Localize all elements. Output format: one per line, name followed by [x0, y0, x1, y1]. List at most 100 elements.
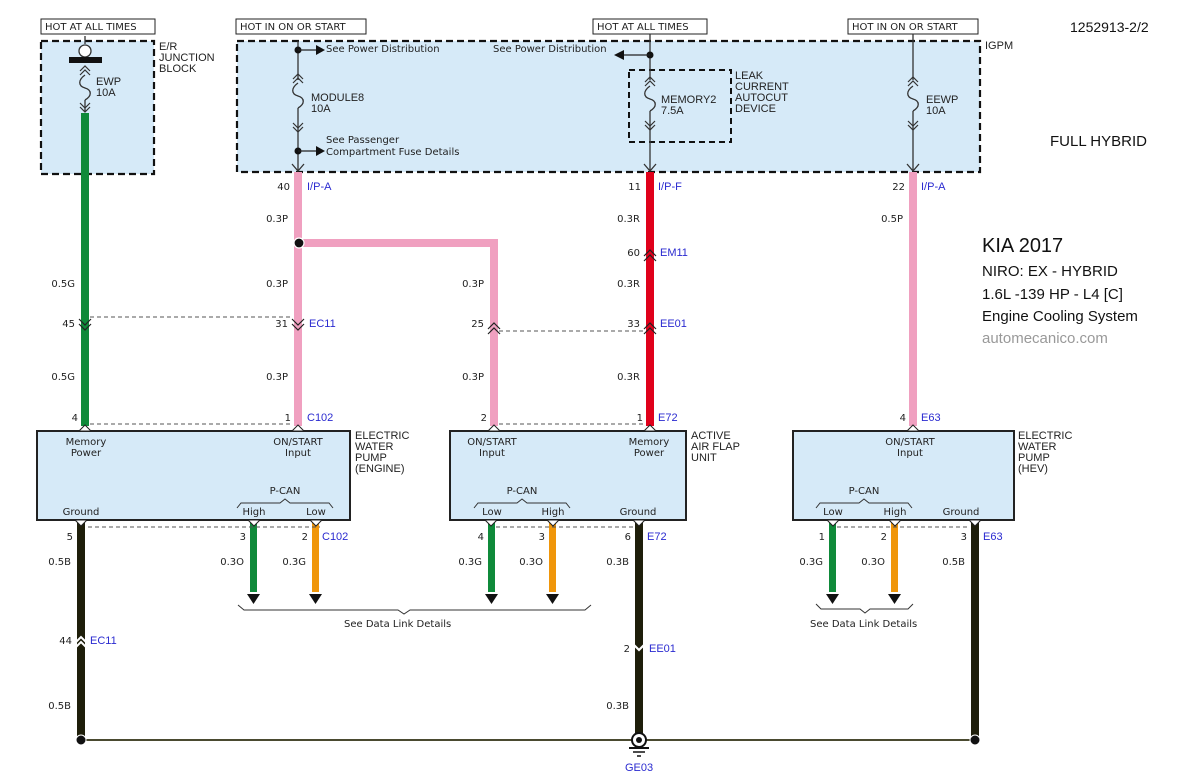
hev-label-1: ELECTRIC — [1018, 430, 1072, 442]
er-junction-label-3: BLOCK — [159, 63, 197, 75]
svg-text:0.3P: 0.3P — [266, 372, 288, 383]
ewp-engine-low: Low — [306, 507, 326, 518]
svg-text:EC11: EC11 — [90, 635, 117, 647]
svg-text:3: 3 — [539, 532, 545, 543]
aaf-label-3: UNIT — [691, 452, 717, 464]
see-data-link-1[interactable]: See Data Link Details — [344, 619, 451, 630]
ground-node-right — [969, 734, 981, 746]
wire-gauge-labels: 0.5G 0.5G 0.3P 0.3P 0.3P 0.3P 0.3P 0.3R … — [48, 214, 965, 712]
see-passenger-fuse-2[interactable]: Compartment Fuse Details — [326, 147, 459, 158]
see-passenger-fuse-1[interactable]: See Passenger — [326, 135, 400, 146]
see-power-distribution-1[interactable]: See Power Distribution — [326, 44, 440, 55]
vehicle-make-year: KIA 2017 — [982, 235, 1063, 257]
ewp-engine-gnd: Ground — [63, 507, 100, 518]
svg-text:25: 25 — [471, 319, 484, 330]
hev-pcan: P-CAN — [849, 486, 880, 497]
leak-label-4: DEVICE — [735, 103, 776, 115]
svg-text:HOT IN ON OR START: HOT IN ON OR START — [852, 22, 959, 33]
svg-text:0.5B: 0.5B — [48, 701, 71, 712]
svg-text:2: 2 — [302, 532, 308, 543]
svg-text:0.3O: 0.3O — [220, 557, 244, 568]
aaf-pcan-brace — [473, 498, 571, 509]
see-data-link-2[interactable]: See Data Link Details — [810, 619, 917, 630]
svg-text:31: 31 — [275, 319, 288, 330]
igpm-block — [235, 39, 982, 174]
svg-text:10A: 10A — [926, 105, 946, 117]
svg-text:0.3G: 0.3G — [282, 557, 306, 568]
hev-pcan-brace — [815, 498, 913, 509]
electric-water-pump-hev[interactable] — [792, 430, 1015, 521]
wire-hev-can-high[interactable] — [891, 522, 898, 592]
wire-aaf-can-high[interactable] — [549, 522, 556, 592]
ground-ge03-label: GE03 — [625, 762, 653, 774]
svg-text:60: 60 — [627, 248, 640, 259]
wire-black-aaf-gnd[interactable] — [635, 522, 643, 740]
svg-text:0.3R: 0.3R — [617, 372, 640, 383]
connector-dash-lines — [88, 316, 970, 528]
svg-text:0.5B: 0.5B — [942, 557, 965, 568]
aaf-label-2: AIR FLAP — [691, 441, 740, 453]
er-junction-block — [39, 39, 156, 176]
ewp-engine-label-2: WATER — [355, 441, 394, 453]
website-watermark[interactable]: automecanico.com — [982, 330, 1108, 347]
leak-label-2: CURRENT — [735, 81, 789, 93]
svg-text:HOT AT ALL TIMES: HOT AT ALL TIMES — [597, 22, 689, 33]
svg-text:0.3G: 0.3G — [799, 557, 823, 568]
svg-text:10A: 10A — [311, 103, 331, 115]
wire-ewp-can-high[interactable] — [250, 522, 257, 592]
hev-label-3: PUMP — [1018, 452, 1050, 464]
wire-aaf-can-low[interactable] — [488, 522, 495, 592]
svg-text:1: 1 — [285, 413, 291, 424]
ewp-engine-label-3: PUMP — [355, 452, 387, 464]
er-junction-label-1: E/R — [159, 41, 177, 53]
wire-pink-branch-h[interactable] — [298, 239, 498, 247]
svg-text:I/P-A: I/P-A — [921, 181, 946, 193]
splice-dot — [293, 237, 305, 249]
svg-text:E63: E63 — [921, 412, 941, 424]
wire-black-hev-gnd[interactable] — [971, 522, 979, 740]
svg-text:E72: E72 — [658, 412, 678, 424]
svg-text:0.3P: 0.3P — [462, 279, 484, 290]
svg-text:C102: C102 — [307, 412, 333, 424]
svg-text:33: 33 — [627, 319, 640, 330]
svg-text:4: 4 — [478, 532, 484, 543]
wire-black-ewp-gnd[interactable] — [77, 522, 85, 740]
fuse-module8: MODULE8 10A — [291, 41, 364, 172]
svg-text:0.3P: 0.3P — [462, 372, 484, 383]
svg-text:11: 11 — [628, 182, 641, 193]
variant-label: FULL HYBRID — [1050, 133, 1147, 150]
power-header-1: HOT AT ALL TIMES — [40, 18, 156, 35]
aaf-mem-2: Power — [634, 448, 665, 459]
svg-text:3: 3 — [240, 532, 246, 543]
svg-text:5: 5 — [67, 532, 73, 543]
wire-pink-branch-v[interactable] — [490, 239, 498, 426]
see-power-distribution-2[interactable]: See Power Distribution — [493, 44, 607, 55]
hev-high: High — [884, 507, 907, 518]
aaf-low: Low — [482, 507, 502, 518]
svg-text:EM11: EM11 — [660, 247, 688, 259]
wire-green-memory[interactable] — [81, 113, 89, 426]
aaf-gnd: Ground — [620, 507, 657, 518]
svg-text:0.3B: 0.3B — [606, 557, 629, 568]
electric-water-pump-engine[interactable] — [36, 430, 351, 521]
wire-pink-ipa[interactable] — [294, 172, 302, 426]
wire-hev-can-low[interactable] — [829, 522, 836, 592]
data-link-brace-2 — [815, 603, 914, 614]
fuse-memory2: MEMORY2 7.5A — [614, 34, 716, 172]
wire-ewp-can-low[interactable] — [312, 522, 319, 592]
wire-red-ipf[interactable] — [646, 172, 654, 426]
svg-text:1: 1 — [637, 413, 643, 424]
leak-current-autocut-box — [628, 69, 732, 143]
aaf-pcan: P-CAN — [507, 486, 538, 497]
svg-text:EE01: EE01 — [649, 643, 676, 655]
svg-text:1: 1 — [819, 532, 825, 543]
connector-labels: 40 I/P-A 11 I/P-F 22 I/P-A 60 EM11 45 31… — [59, 181, 1002, 655]
svg-text:0.3O: 0.3O — [861, 557, 885, 568]
aaf-high: High — [542, 507, 565, 518]
vehicle-model: NIRO: EX - HYBRID — [982, 263, 1118, 280]
wire-pink-ipa-right[interactable] — [909, 172, 917, 426]
pin-markers — [73, 424, 983, 527]
svg-text:4: 4 — [72, 413, 78, 424]
ground-icon — [629, 732, 649, 757]
svg-text:E63: E63 — [983, 531, 1003, 543]
